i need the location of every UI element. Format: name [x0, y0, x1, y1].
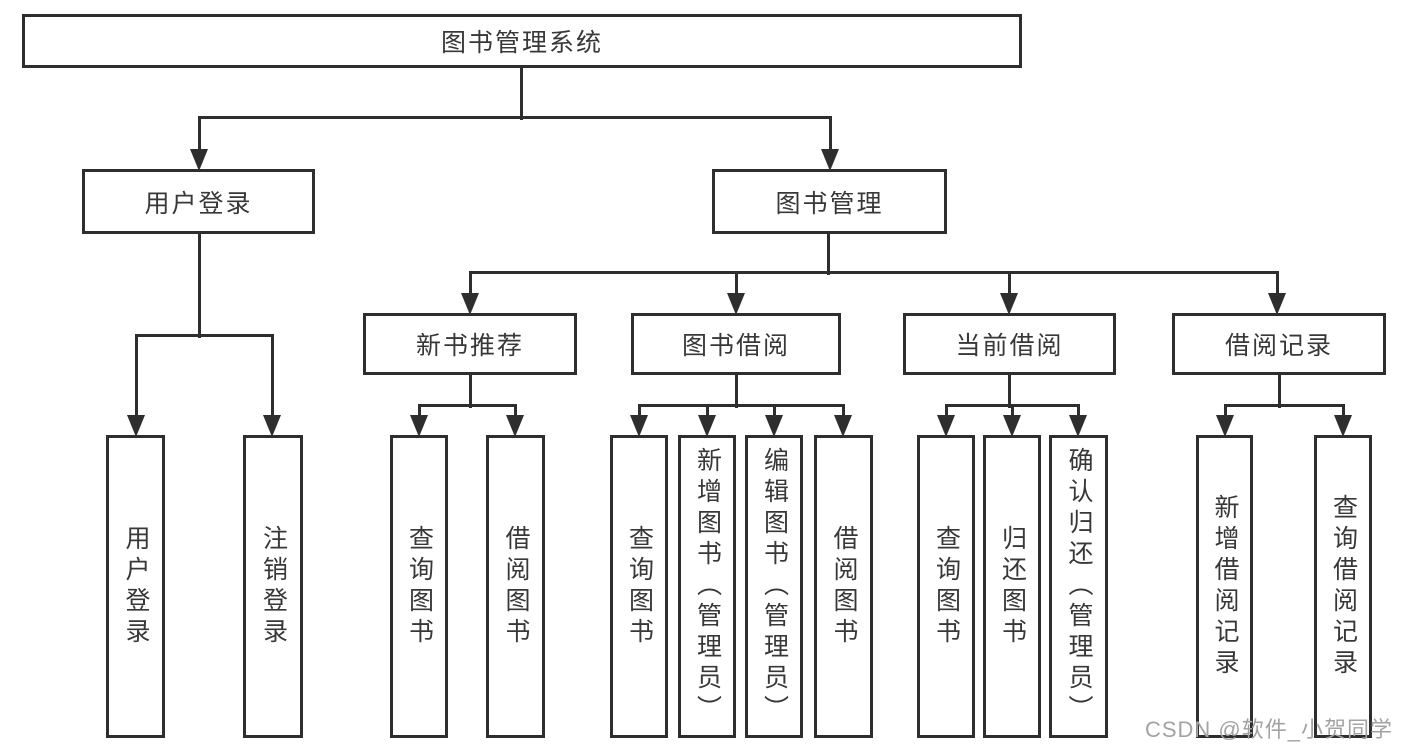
connector-line-vertical: [827, 234, 830, 275]
leaf-borrow-add-book: 新增图书（管理员）: [678, 435, 736, 738]
node-borrow-records-label: 借阅记录: [1224, 332, 1333, 360]
arrow-down-icon: [821, 149, 839, 171]
connector-line-horizontal: [135, 334, 274, 337]
leaf-records-add-label: 新增借阅记录: [1211, 493, 1239, 680]
connector-line-vertical: [1278, 375, 1281, 408]
arrow-stem: [1276, 272, 1279, 297]
connector-line-vertical: [198, 234, 201, 338]
arrow-stem: [1011, 405, 1014, 419]
node-new-book-recommend-label: 新书推荐: [415, 332, 524, 360]
leaf-current-query: 查询图书: [917, 435, 975, 738]
leaf-newbooks-borrow-label: 借阅图书: [502, 524, 530, 649]
leaf-records-query-label: 查询借阅记录: [1329, 493, 1358, 680]
leaf-newbooks-query-label: 查询图书: [405, 524, 434, 649]
watermark: CSDN @软件_小贺同学: [1144, 717, 1393, 742]
connector-line-horizontal: [469, 271, 1279, 274]
connector-line-horizontal: [638, 404, 845, 407]
leaf-current-confirm-return-label: 确认归还（管理员）: [1065, 447, 1093, 726]
arrow-stem: [469, 272, 472, 297]
leaf-current-return-label: 归还图书: [998, 524, 1027, 649]
arrow-stem: [773, 405, 776, 419]
node-user-login: 用户登录: [82, 169, 315, 234]
arrow-down-icon: [937, 415, 955, 437]
arrow-down-icon: [727, 293, 745, 315]
arrow-down-icon: [127, 415, 145, 437]
node-root-label: 图书管理系统: [440, 29, 603, 57]
connector-line-horizontal: [198, 116, 832, 119]
arrow-down-icon: [1216, 415, 1234, 437]
node-root: 图书管理系统: [22, 14, 1022, 68]
arrow-stem: [135, 335, 138, 419]
leaf-newbooks-borrow: 借阅图书: [486, 435, 545, 738]
arrow-down-icon: [461, 293, 479, 315]
connector-line-horizontal: [418, 404, 517, 407]
arrow-down-icon: [630, 415, 648, 437]
leaf-logout-label: 注销登录: [259, 524, 288, 649]
node-borrow-records: 借阅记录: [1172, 313, 1386, 375]
arrow-down-icon: [1268, 293, 1286, 315]
arrow-down-icon: [1003, 415, 1021, 437]
arrow-down-icon: [263, 415, 281, 437]
arrow-down-icon: [1334, 415, 1352, 437]
node-user-login-label: 用户登录: [144, 189, 253, 218]
arrow-down-icon: [190, 149, 208, 171]
leaf-current-query-label: 查询图书: [932, 524, 961, 649]
node-current-borrow: 当前借阅: [903, 313, 1116, 375]
arrow-stem: [1342, 405, 1345, 419]
node-book-management-label: 图书管理: [775, 189, 884, 218]
arrow-stem: [198, 117, 201, 153]
arrow-stem: [735, 272, 738, 297]
leaf-newbooks-query: 查询图书: [390, 435, 448, 738]
connector-line-vertical: [520, 68, 523, 120]
leaf-current-confirm-return: 确认归还（管理员）: [1049, 435, 1108, 738]
leaf-borrow-query-label: 查询图书: [625, 524, 654, 649]
leaf-borrow-borrow-book: 借阅图书: [814, 435, 873, 738]
arrow-stem: [1077, 405, 1080, 419]
connector-line-vertical: [735, 375, 738, 408]
arrow-stem: [1008, 272, 1011, 297]
arrow-stem: [945, 405, 948, 419]
leaf-records-add: 新增借阅记录: [1196, 435, 1253, 738]
arrow-stem: [829, 117, 832, 153]
arrow-down-icon: [834, 415, 852, 437]
node-book-borrow: 图书借阅: [631, 313, 841, 375]
connector-line-vertical: [1008, 375, 1011, 408]
leaf-user-login-label: 用户登录: [122, 524, 150, 649]
arrow-stem: [842, 405, 845, 419]
leaf-records-query: 查询借阅记录: [1314, 435, 1372, 738]
connector-line-horizontal: [1224, 404, 1345, 407]
arrow-down-icon: [506, 415, 524, 437]
node-book-management: 图书管理: [712, 169, 947, 234]
node-book-borrow-label: 图书借阅: [681, 332, 790, 360]
arrow-stem: [271, 335, 274, 419]
arrow-stem: [1224, 405, 1227, 419]
node-current-borrow-label: 当前借阅: [955, 332, 1064, 360]
arrow-down-icon: [698, 415, 716, 437]
leaf-logout: 注销登录: [243, 435, 303, 738]
leaf-borrow-query: 查询图书: [610, 435, 668, 738]
arrow-stem: [418, 405, 421, 419]
node-new-book-recommend: 新书推荐: [363, 313, 577, 375]
leaf-current-return: 归还图书: [983, 435, 1041, 738]
arrow-stem: [514, 405, 517, 419]
leaf-borrow-borrow-book-label: 借阅图书: [830, 524, 858, 649]
arrow-stem: [638, 405, 641, 419]
leaf-borrow-edit-book: 编辑图书（管理员）: [745, 435, 803, 738]
leaf-user-login: 用户登录: [106, 435, 165, 738]
arrow-down-icon: [1069, 415, 1087, 437]
connector-line-vertical: [469, 375, 472, 408]
arrow-stem: [706, 405, 709, 419]
arrow-down-icon: [1000, 293, 1018, 315]
arrow-down-icon: [765, 415, 783, 437]
arrow-down-icon: [410, 415, 428, 437]
leaf-borrow-edit-book-label: 编辑图书（管理员）: [760, 447, 789, 726]
leaf-borrow-add-book-label: 新增图书（管理员）: [693, 447, 722, 726]
